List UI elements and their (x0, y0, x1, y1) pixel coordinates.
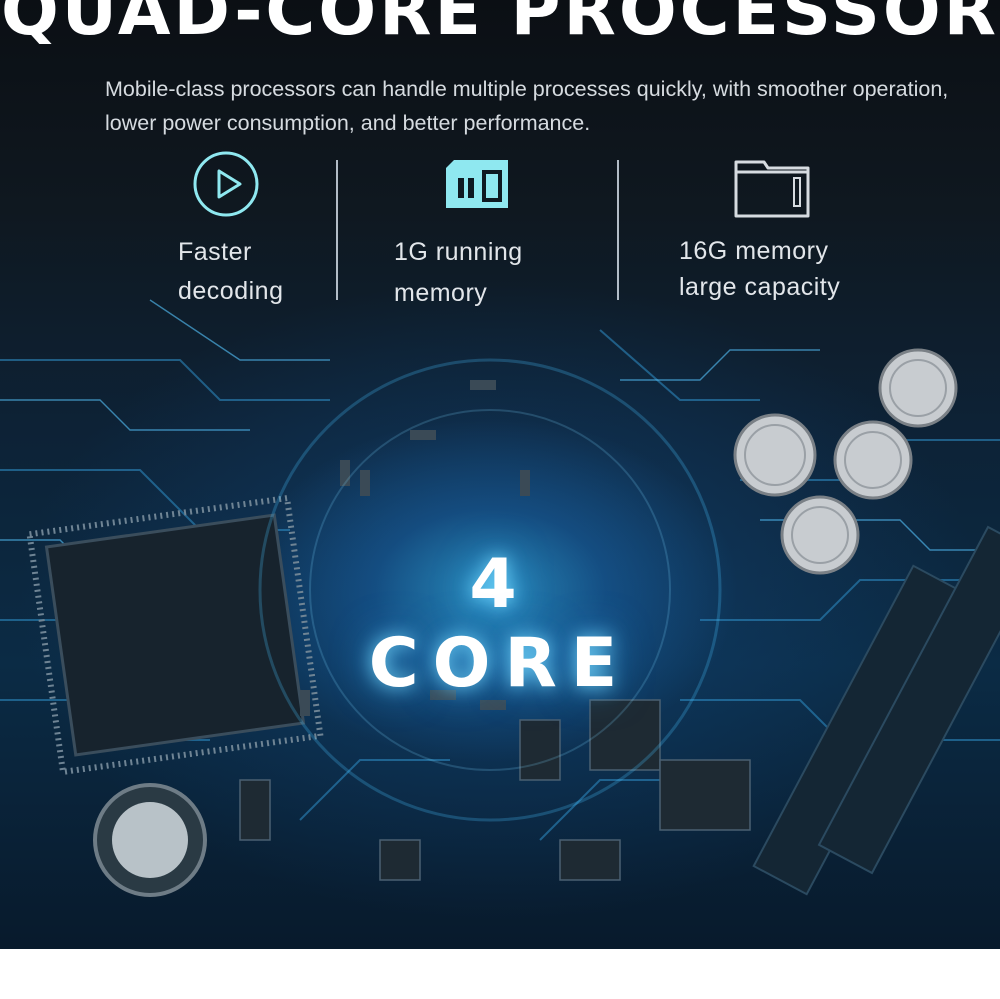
page-subtitle: Mobile-class processors can handle multi… (105, 77, 949, 135)
circuit-board-background (0, 299, 1000, 897)
hero-banner: QUAD-CORE PROCESSOR Mobile-class process… (0, 0, 1000, 949)
page-title: QUAD-CORE PROCESSOR (0, 0, 1000, 51)
sd-card-icon (446, 160, 508, 208)
feature-storage-capacity-line1: 16G memory (679, 237, 829, 265)
feature-running-memory-line1: 1G running (394, 238, 523, 266)
feature-storage-capacity-line2: large capacity (679, 273, 841, 301)
feature-divider (617, 160, 619, 300)
feature-decoding-line2: decoding (178, 277, 284, 305)
core-count-label: 4 CORE (368, 545, 632, 703)
feature-decoding-line1: Faster (178, 238, 252, 266)
play-circle-icon (193, 151, 259, 217)
feature-running-memory-line2: memory (394, 279, 488, 307)
folder-icon (734, 160, 810, 218)
feature-divider (336, 160, 338, 300)
